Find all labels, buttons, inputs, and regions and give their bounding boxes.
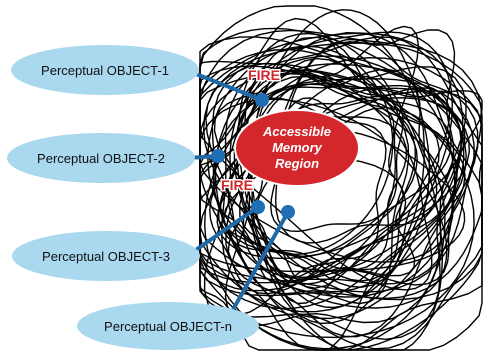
scribble-loop xyxy=(219,71,440,288)
memory-region-line2: Memory xyxy=(272,140,323,155)
scribble-loop xyxy=(199,62,462,340)
node-1 xyxy=(255,93,269,107)
node-n xyxy=(281,205,295,219)
object-3-bubble xyxy=(12,231,200,281)
scribble-loop xyxy=(199,29,483,293)
object-1-bubble xyxy=(11,45,199,95)
neural-scribble xyxy=(199,5,483,351)
node-2 xyxy=(211,149,225,163)
scribble-loop xyxy=(236,31,453,324)
scribble-loop xyxy=(207,45,394,256)
object-3-label: Perceptual OBJECT-3 xyxy=(42,249,170,264)
scribble-loop xyxy=(239,97,387,279)
fire-text-1: FIRE xyxy=(248,67,280,83)
object-1: Perceptual OBJECT-1 xyxy=(11,45,199,95)
fire-label-2: FIRE xyxy=(220,176,255,195)
scribble-loop xyxy=(203,42,483,300)
object-n-bubble xyxy=(77,302,259,350)
fire-label-1: FIRE xyxy=(247,66,282,85)
memory-region-line3: Region xyxy=(275,156,319,171)
connector-object-1 xyxy=(184,68,264,102)
memory-region-line1: Accessible xyxy=(262,124,331,139)
object-n-label: Perceptual OBJECT-n xyxy=(104,319,232,334)
nodes xyxy=(211,93,295,219)
object-n: Perceptual OBJECT-n xyxy=(77,302,259,350)
scribble-loop xyxy=(199,36,458,351)
connector-object-n xyxy=(224,210,290,324)
scribble-loop xyxy=(199,75,483,351)
node-3 xyxy=(251,200,265,214)
object-2: Perceptual OBJECT-2 xyxy=(7,133,195,183)
scribble-loop xyxy=(242,83,452,257)
memory-region: Accessible Memory Region xyxy=(234,109,360,187)
scribble-loop xyxy=(221,36,483,350)
scribble-loop xyxy=(199,69,470,292)
connector-object-3 xyxy=(188,205,260,256)
scribble-loop xyxy=(258,68,438,244)
memory-region-ellipse xyxy=(234,109,360,187)
object-2-bubble xyxy=(7,133,195,183)
scribble-loop xyxy=(203,66,467,328)
object-3: Perceptual OBJECT-3 xyxy=(12,231,200,281)
fire-text-2: FIRE xyxy=(221,177,253,193)
scribble-loop xyxy=(199,27,456,298)
object-1-label: Perceptual OBJECT-1 xyxy=(41,63,169,78)
object-2-label: Perceptual OBJECT-2 xyxy=(37,151,165,166)
